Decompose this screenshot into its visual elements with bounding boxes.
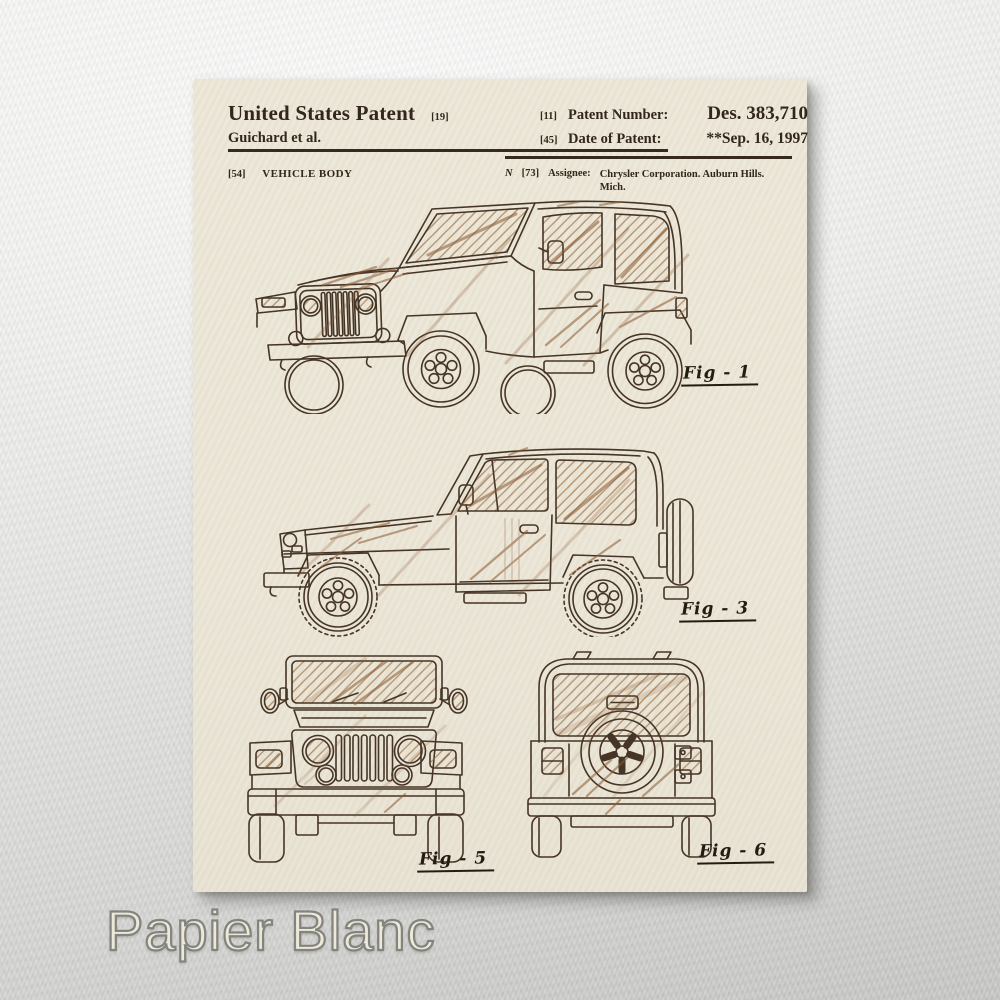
field-code-11: [11] bbox=[540, 111, 557, 122]
figure-3-jeep-side-drawing bbox=[259, 435, 699, 637]
patent-number-value: Des. 383,710 bbox=[707, 103, 808, 124]
header-rule-left bbox=[228, 149, 668, 152]
header-rule-right bbox=[505, 156, 792, 159]
jeep-side-view-icon bbox=[263, 447, 694, 637]
figure-5-label: Fig - 5 bbox=[416, 848, 495, 873]
kind-code: [19] bbox=[431, 112, 449, 123]
patent-title: United States Patent bbox=[228, 101, 416, 125]
assignee-note-mark: N bbox=[505, 168, 513, 179]
figure-3-label: Fig - 3 bbox=[678, 598, 757, 623]
field-code-45: [45] bbox=[540, 135, 558, 146]
patent-date-label: Date of Patent: bbox=[568, 131, 662, 147]
figure-1-jeep-perspective-drawing bbox=[248, 197, 698, 414]
assignee-value-line1: Chrysler Corporation. Auburn Hills. bbox=[599, 169, 765, 180]
title-block: United States Patent [19] Guichard et al… bbox=[228, 101, 788, 147]
jeep-front-view-icon bbox=[247, 655, 468, 863]
bibliographic-fields: [54] VEHICLE BODY N [73] Assignee: Chrys… bbox=[228, 168, 788, 193]
invention-title-row: [54] VEHICLE BODY bbox=[228, 168, 788, 180]
patent-number-label: Patent Number: bbox=[568, 107, 669, 123]
patent-number-row: [11] Patent Number: Des. 383,710 bbox=[540, 103, 808, 125]
assignee-value-line2: Mich. bbox=[599, 182, 626, 194]
patent-number-block: [11] Patent Number: Des. 383,710 [45] Da… bbox=[540, 103, 808, 153]
figure-6-label: Fig - 6 bbox=[696, 840, 775, 865]
field-code-54: [54] bbox=[228, 169, 246, 180]
figure-5-jeep-front-drawing bbox=[235, 646, 477, 872]
patent-sheet: United States Patent [19] Guichard et al… bbox=[193, 79, 808, 892]
patent-date-value: **Sep. 16, 1997 bbox=[706, 130, 808, 147]
patent-header: United States Patent [19] Guichard et al… bbox=[228, 101, 808, 165]
jeep-rear-view-icon bbox=[527, 651, 716, 858]
invention-title: VEHICLE BODY bbox=[262, 168, 353, 180]
figure-6-jeep-rear-drawing bbox=[514, 646, 729, 862]
assignee-value: Chrysler Corporation. Auburn Hills. Mich… bbox=[600, 168, 778, 194]
figure-1-label: Fig - 1 bbox=[680, 362, 759, 387]
patent-date-row: [45] Date of Patent: **Sep. 16, 1997 bbox=[540, 130, 808, 148]
field-code-73: [73] bbox=[521, 168, 540, 179]
assignee-label: Assignee: bbox=[548, 168, 591, 179]
brand-watermark: Papier Blanc bbox=[105, 898, 436, 963]
inventor-line: Guichard et al. bbox=[228, 130, 322, 146]
jeep-perspective-icon bbox=[255, 200, 692, 414]
assignee-row: N [73] Assignee: Chrysler Corporation. A… bbox=[505, 168, 778, 194]
